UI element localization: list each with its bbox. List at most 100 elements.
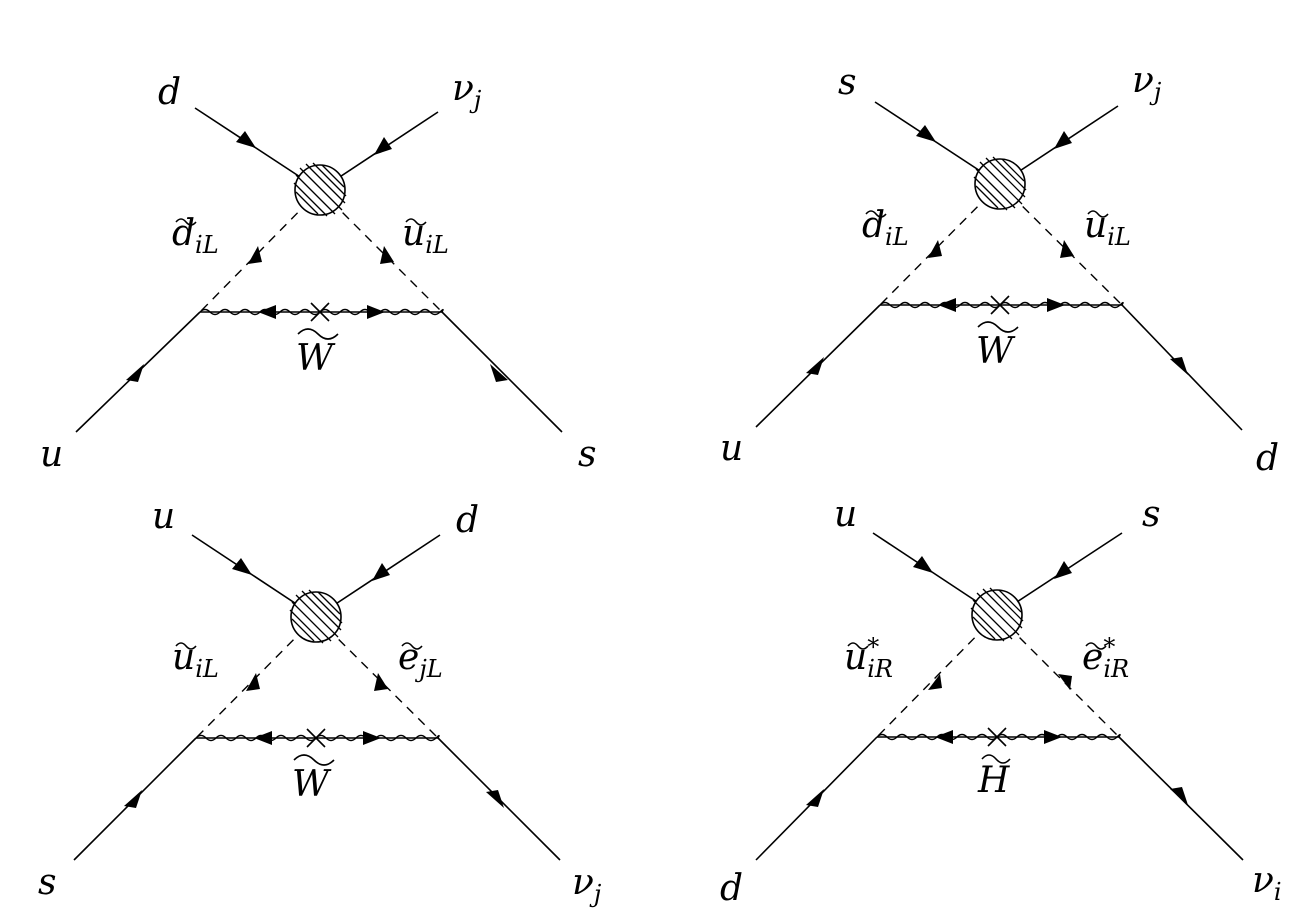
label-top-right-3: d <box>456 500 479 541</box>
scalar-propagator-left <box>876 614 998 738</box>
svg-text:uiL: uiL <box>172 637 219 683</box>
arrow-scalar-right <box>1060 240 1074 258</box>
arrow-top-left <box>236 131 256 148</box>
tilde-icon <box>175 218 197 226</box>
tilde-icon <box>865 210 887 218</box>
mass-insertion-cross-b <box>987 727 1007 747</box>
svg-text:e*iR: e*iR <box>1082 633 1129 683</box>
right-scalar-2-sub: iL <box>1107 223 1131 251</box>
diagram-1 <box>75 107 563 433</box>
label-bottom-right-4: νi <box>1252 860 1282 906</box>
left-scalar-4-sup: * <box>867 633 879 661</box>
label-top-left-1: d <box>158 72 181 113</box>
arrow-scalar-left <box>928 240 942 258</box>
arrow-bottom-left <box>124 790 142 808</box>
svg-text:ejL: ejL <box>398 637 443 683</box>
tilde-icon <box>401 642 423 650</box>
left-scalar-2-base: d <box>862 205 885 246</box>
arrow-gaugino-right <box>363 731 381 745</box>
svg-text:u*iR: u*iR <box>844 633 893 683</box>
arrow-bottom-left <box>806 357 824 375</box>
diagram-2 <box>755 101 1243 431</box>
label-bottom-right-3: νj <box>572 862 602 908</box>
arrow-top-left <box>916 125 936 142</box>
arrow-top-right <box>1054 131 1072 149</box>
label-bottom-right-2: d <box>1256 438 1279 479</box>
label-left-scalar-1: diL <box>172 213 219 259</box>
propagator-4-text: H <box>977 760 1010 801</box>
scalar-propagator-left <box>879 183 1001 306</box>
arrow-scalar-left <box>248 246 262 264</box>
arrow-scalar-left <box>246 673 260 691</box>
effective-vertex-blob <box>289 589 343 644</box>
label-top-right-1: νj <box>452 68 482 114</box>
arrow-top-left <box>913 556 933 573</box>
effective-vertex-blob <box>293 162 347 217</box>
label-top-right-1-base: ν <box>452 68 474 109</box>
label-top-left-2: s <box>838 62 856 103</box>
right-scalar-1-sub: iL <box>425 231 449 259</box>
scalar-propagator-right <box>999 183 1123 306</box>
tilde-icon <box>297 328 339 340</box>
label-left-scalar-3: uiL <box>172 637 219 683</box>
left-scalar-3-sub: iL <box>195 655 219 683</box>
arrow-higgsino-left <box>935 730 953 744</box>
left-scalar-3-base: u <box>172 637 195 678</box>
label-top-left-4: u <box>834 494 857 535</box>
label-right-scalar-1: uiL <box>402 213 449 259</box>
arrow-gaugino-left <box>258 305 276 319</box>
label-propagator-2: W <box>976 321 1019 372</box>
scalar-propagator-right <box>996 614 1120 738</box>
arrow-bottom-right <box>490 364 508 382</box>
label-bottom-right-4-sub: i <box>1274 878 1282 906</box>
label-left-scalar-2: diL <box>862 205 909 251</box>
label-bottom-right-1: s <box>578 434 596 475</box>
label-bottom-left-3: s <box>38 862 56 903</box>
svg-text:uiL: uiL <box>1084 205 1131 251</box>
right-scalar-3-sub: jL <box>414 655 442 683</box>
arrow-scalar-right <box>380 246 394 264</box>
diagram-3 <box>73 534 561 861</box>
label-right-scalar-3: ejL <box>398 637 443 683</box>
arrow-bottom-left <box>806 789 824 807</box>
label-top-left-3: u <box>152 496 175 537</box>
tilde-icon <box>175 642 197 650</box>
arrow-top-right <box>372 563 390 581</box>
label-top-right-4: s <box>1142 494 1160 535</box>
scalar-propagator-left <box>199 189 321 313</box>
arrow-top-left <box>232 558 252 575</box>
label-top-right-2: νj <box>1132 60 1162 106</box>
tilde-icon <box>981 754 1011 764</box>
label-propagator-4: H <box>977 754 1011 801</box>
tilde-icon <box>847 642 869 650</box>
scalar-propagator-right <box>319 189 443 313</box>
arrow-scalar-right <box>1058 674 1072 690</box>
arrow-bottom-right <box>1170 787 1188 805</box>
label-bottom-right-4-base: ν <box>1252 860 1274 901</box>
arrow-top-right <box>1054 561 1072 579</box>
label-propagator-1: W <box>296 328 339 379</box>
left-scalar-1-base: d <box>172 213 195 254</box>
label-bottom-right-3-base: ν <box>572 862 594 903</box>
right-scalar-1-base: u <box>402 213 425 254</box>
right-scalar-4-sub: iR <box>1103 655 1129 683</box>
effective-vertex-blob <box>973 156 1027 211</box>
right-scalar-3-base: e <box>398 637 419 678</box>
label-right-scalar-2: uiL <box>1084 205 1131 251</box>
label-bottom-left-2: u <box>720 428 743 469</box>
arrow-higgsino-right <box>1044 730 1062 744</box>
propagator-3-text: W <box>292 764 332 805</box>
propagator-1-text: W <box>296 338 336 379</box>
svg-text:diL: diL <box>172 213 219 259</box>
svg-text:uiL: uiL <box>402 213 449 259</box>
mass-insertion-cross-b <box>306 728 326 748</box>
effective-vertex-blob <box>970 587 1024 642</box>
arrow-scalar-left <box>928 674 942 690</box>
tilde-icon <box>293 754 335 766</box>
right-scalar-2-base: u <box>1084 205 1107 246</box>
right-scalar-4-base: e <box>1082 637 1103 678</box>
arrow-scalar-right <box>374 673 388 691</box>
left-scalar-1-sub: iL <box>195 231 219 259</box>
arrow-gaugino-right <box>367 305 385 319</box>
